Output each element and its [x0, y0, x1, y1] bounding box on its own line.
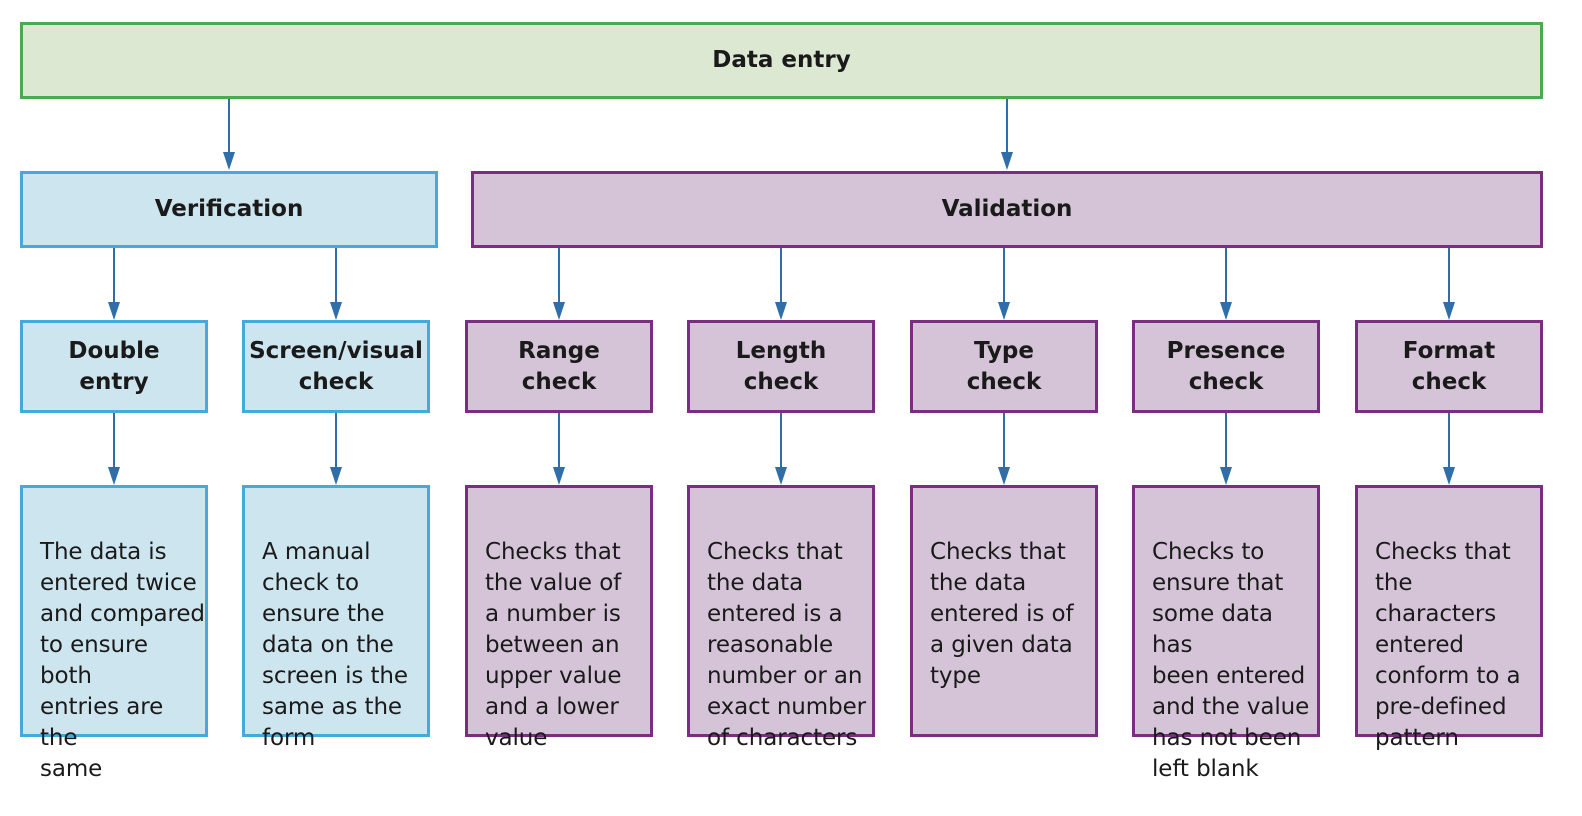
presence-check-description-text: Checks to ensure that some data has been…: [1152, 539, 1310, 782]
data-entry-title: Data entry: [712, 47, 851, 73]
arrow-validation-to-range-check: [553, 247, 565, 320]
screen-visual-check-node: Screen/visual check: [242, 320, 430, 413]
arrow-verification-to-double-entry: [108, 247, 120, 320]
arrow-presence-check-to-description: [1220, 412, 1232, 485]
data-entry-node: Data entry: [20, 22, 1543, 99]
format-check-description-text: Checks that the characters entered confo…: [1375, 539, 1521, 751]
arrow-validation-to-length-check: [775, 247, 787, 320]
type-check-description-text: Checks that the data entered is of a giv…: [930, 539, 1074, 689]
range-check-node: Range check: [465, 320, 653, 413]
range-check-description: Checks that the value of a number is bet…: [465, 485, 653, 751]
arrow-validation-to-presence-check: [1220, 247, 1232, 320]
validation-node: Validation: [471, 171, 1543, 248]
screen-visual-check-description-text: A manual check to ensure the data on the…: [262, 539, 408, 751]
format-check-node: Format check: [1355, 320, 1543, 413]
arrow-range-check-to-description: [553, 412, 565, 485]
length-check-description: Checks that the data entered is a reason…: [687, 485, 875, 751]
arrow-format-check-to-description: [1443, 412, 1455, 485]
length-check-description-text: Checks that the data entered is a reason…: [707, 539, 866, 751]
screen-visual-check-title: Screen/visual check: [249, 337, 423, 395]
screen-visual-check-description: A manual check to ensure the data on the…: [242, 485, 430, 751]
type-check-description: Checks that the data entered is of a giv…: [910, 485, 1098, 737]
validation-title: Validation: [941, 196, 1073, 222]
length-check-node: Length check: [687, 320, 875, 413]
double-entry-description: The data is entered twice and compared t…: [20, 485, 208, 782]
presence-check-title: Presence check: [1166, 337, 1286, 395]
type-check-title: Type check: [966, 337, 1042, 395]
verification-node: Verification: [20, 171, 438, 248]
format-check-description: Checks that the characters entered confo…: [1355, 485, 1543, 751]
range-check-title: Range check: [518, 337, 600, 395]
length-check-title: Length check: [735, 337, 827, 395]
double-entry-node: Double entry: [20, 320, 208, 413]
arrow-root-to-verification: [223, 98, 235, 170]
double-entry-title: Double entry: [68, 337, 160, 395]
verification-title: Verification: [154, 196, 304, 222]
presence-check-description: Checks to ensure that some data has been…: [1132, 485, 1320, 782]
arrow-verification-to-screen-visual-check: [330, 247, 342, 320]
arrow-validation-to-format-check: [1443, 247, 1455, 320]
arrow-double-entry-to-description: [108, 412, 120, 485]
arrow-screen-visual-check-to-description: [330, 412, 342, 485]
arrow-type-check-to-description: [998, 412, 1010, 485]
range-check-description-text: Checks that the value of a number is bet…: [485, 539, 622, 751]
double-entry-description-text: The data is entered twice and compared t…: [40, 539, 205, 782]
arrow-root-to-validation: [1001, 98, 1013, 170]
type-check-node: Type check: [910, 320, 1098, 413]
format-check-title: Format check: [1402, 337, 1496, 395]
presence-check-node: Presence check: [1132, 320, 1320, 413]
arrow-length-check-to-description: [775, 412, 787, 485]
arrow-validation-to-type-check: [998, 247, 1010, 320]
